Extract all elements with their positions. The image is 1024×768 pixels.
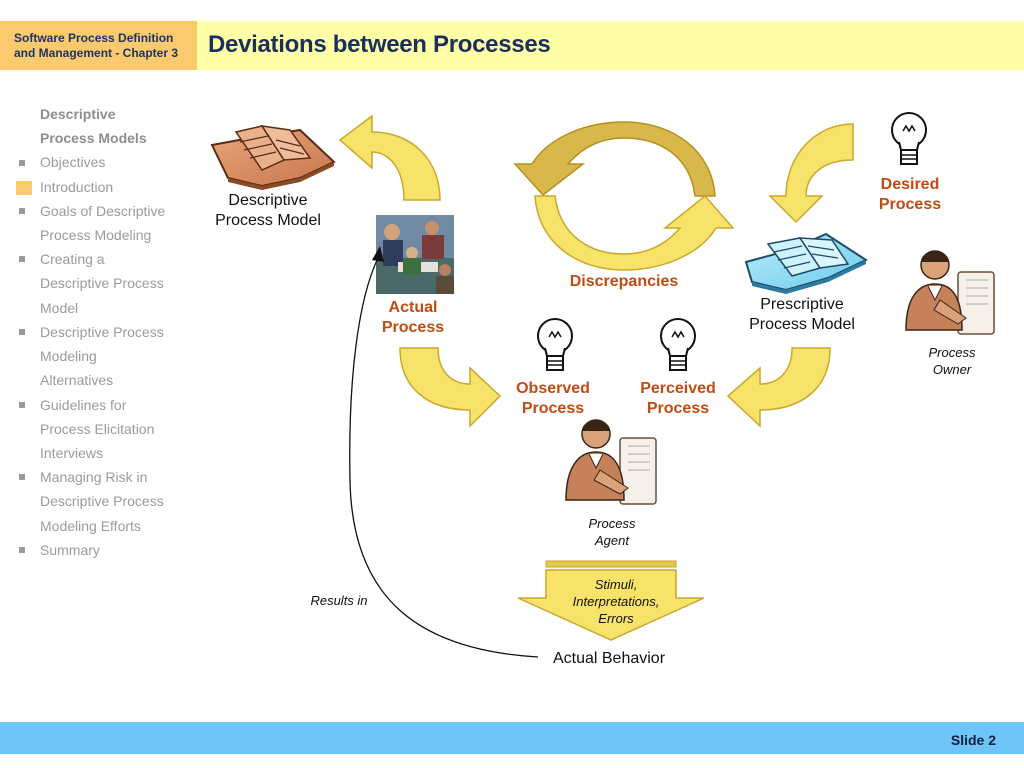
active-bullet-icon [16, 181, 32, 195]
nav-item-objectives[interactable]: Objectives [40, 154, 106, 170]
chapter-line-2: and Management - Chapter 3 [14, 46, 179, 60]
bullet-icon [19, 256, 25, 262]
slide-title: Deviations between Processes [208, 31, 551, 58]
discrepancy-cycle-icon [513, 121, 735, 271]
nav-item-alternatives-line-2[interactable]: Modeling [40, 348, 97, 364]
results-in-label: Results in [310, 593, 368, 608]
nav-item-alternatives-line-3[interactable]: Alternatives [40, 372, 114, 388]
actual-behavior-label: Actual Behavior [552, 650, 666, 667]
bullet-icon [19, 208, 25, 214]
meeting-photo-icon [376, 215, 454, 294]
nav-item-creating-line-2[interactable]: Descriptive Process [40, 275, 164, 291]
lightbulb-icon [891, 112, 927, 165]
discrepancies-label: Discrepancies [569, 273, 679, 290]
lightbulb-icon [660, 318, 696, 371]
nav-item-risk-line-1[interactable]: Managing Risk in [40, 469, 148, 485]
descriptive-book-icon [210, 125, 336, 190]
nav-item-goals-line-2[interactable]: Process Modeling [40, 227, 152, 243]
bullet-icon [19, 329, 25, 335]
chapter-line-1: Software Process Definition [14, 31, 174, 45]
process-agent-person-icon [565, 419, 657, 505]
footer-bar: Slide 2 [0, 722, 1024, 754]
bullet-icon [19, 160, 25, 166]
nav-heading-line-1: Descriptive [40, 106, 116, 122]
process-owner-person-icon [905, 250, 995, 335]
nav-item-guidelines-line-2[interactable]: Process Elicitation [40, 421, 155, 437]
nav-item-risk-line-2[interactable]: Descriptive Process [40, 493, 164, 509]
title-bar: Deviations between Processes [197, 21, 1024, 70]
bullet-icon [19, 474, 25, 480]
chapter-badge: Software Process Definition and Manageme… [0, 21, 197, 70]
nav-item-creating-line-3[interactable]: Model [40, 300, 79, 316]
nav-item-creating-line-1[interactable]: Creating a [40, 251, 105, 267]
curved-arrow-icon [399, 347, 502, 428]
slide-number: Slide 2 [950, 732, 996, 748]
nav-item-introduction[interactable]: Introduction [40, 179, 114, 195]
nav-item-guidelines-line-3[interactable]: Interviews [40, 445, 104, 461]
lightbulb-icon [537, 318, 573, 371]
nav-item-risk-line-3[interactable]: Modeling Efforts [40, 518, 141, 534]
nav-heading-line-2: Process Models [40, 130, 147, 146]
bullet-icon [19, 402, 25, 408]
prescriptive-book-icon [744, 232, 869, 294]
nav-item-guidelines-line-1[interactable]: Guidelines for [40, 397, 127, 413]
stimuli-down-arrow-icon [517, 560, 705, 641]
stimuli-label: Stimuli,Interpretations,Errors [572, 577, 660, 626]
curved-arrow-icon [768, 123, 854, 224]
bullet-icon [19, 547, 25, 553]
nav-item-summary[interactable]: Summary [40, 542, 100, 558]
nav-item-goals-line-1[interactable]: Goals of Descriptive [40, 203, 166, 219]
nav-item-alternatives-line-1[interactable]: Descriptive Process [40, 324, 164, 340]
curved-arrow-icon [338, 114, 441, 201]
curved-arrow-icon [726, 347, 831, 428]
results-in-connector [349, 246, 539, 658]
